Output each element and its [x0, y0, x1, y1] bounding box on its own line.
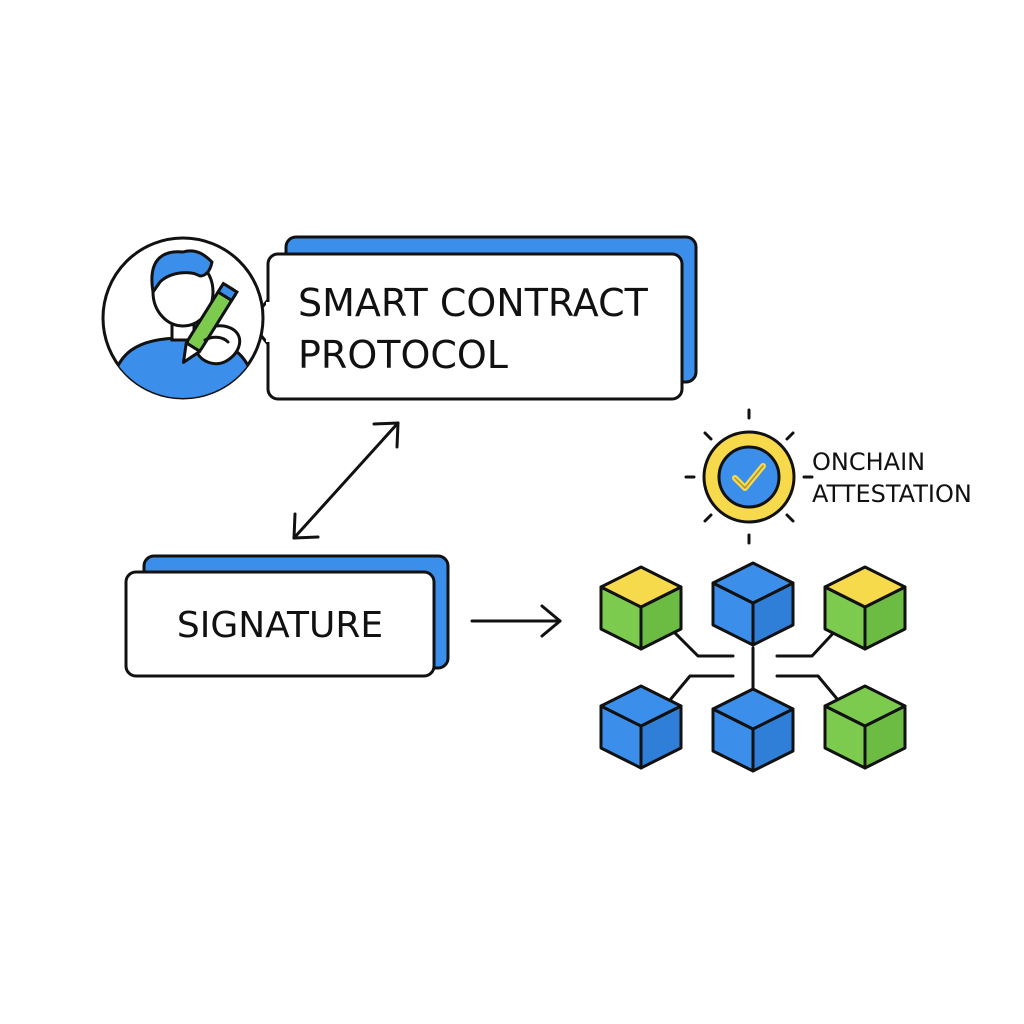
block-face-top: [599, 684, 683, 728]
block-bottom-center: [711, 687, 795, 773]
block-top-left: [599, 565, 683, 651]
connector-top-right: [775, 626, 840, 658]
block-bottom-left: [599, 684, 683, 770]
block-face-top: [711, 561, 795, 605]
checkmark-badge-icon: [684, 408, 814, 545]
signature-card-body: [124, 570, 436, 678]
signature-card: SIGNATURE: [124, 554, 450, 678]
pen-icon: [182, 281, 239, 364]
connector-bottom-right: [775, 674, 840, 702]
block-top-right: [823, 565, 907, 651]
blockchain-network: [599, 561, 907, 773]
block-bottom-right: [823, 684, 907, 770]
block-face-top: [599, 565, 683, 609]
block-face-top: [711, 687, 795, 731]
connector-top-left: [668, 626, 735, 658]
block-face-top: [823, 565, 907, 609]
attestation-label-line1: ONCHAIN: [812, 448, 925, 476]
signature-label: SIGNATURE: [177, 605, 383, 646]
block-top-center: [711, 561, 795, 647]
contract-signature-arrow: [292, 421, 400, 540]
user-signing-icon: [101, 236, 265, 400]
smart-contract-title-line2: PROTOCOL: [298, 333, 508, 377]
smart-contract-title-line1: SMART CONTRACT: [298, 281, 649, 325]
block-face-top: [823, 684, 907, 728]
smart-contract-card: SMART CONTRACT PROTOCOL: [248, 235, 698, 401]
smart-contract-card-body: [266, 252, 684, 401]
block-connectors: [668, 626, 840, 702]
signature-chain-arrow: [470, 604, 562, 638]
connector-bottom-left: [668, 674, 735, 702]
attestation-label-line2: ATTESTATION: [812, 480, 972, 508]
